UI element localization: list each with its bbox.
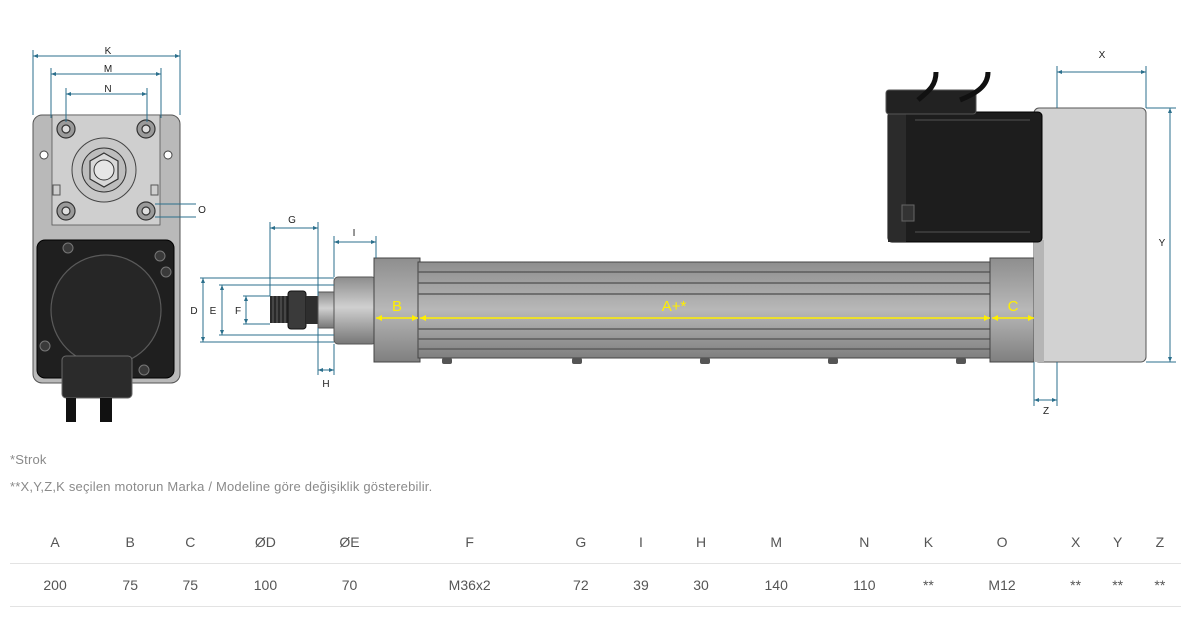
header-cell: ØE: [339, 534, 360, 550]
header-cell: Y: [1113, 534, 1123, 550]
header-cell: Z: [1155, 534, 1165, 550]
header-cell: B: [125, 534, 135, 550]
label-Y: Y: [1159, 238, 1166, 249]
front-dimensions: [32, 50, 196, 218]
value-cell: 72: [550, 563, 611, 607]
value-cell: M36x2: [388, 563, 551, 607]
front-cap: [373, 257, 421, 363]
header-cell: H: [695, 534, 707, 550]
header-cell: I: [639, 534, 643, 550]
value-cell: M12: [949, 563, 1055, 607]
rod-lock-nut: [287, 290, 307, 330]
label-K: K: [105, 46, 112, 57]
servo-motor: [887, 111, 1043, 243]
table-header-row: A B C ØD ØE F G I H M N K O X Y Z: [10, 521, 1181, 564]
value-cell: 30: [671, 563, 732, 607]
header-cell: A: [50, 534, 60, 550]
label-O: O: [198, 205, 206, 216]
header-cell: F: [465, 534, 474, 550]
header-cell: N: [859, 534, 870, 550]
value-cell: **: [1054, 563, 1097, 607]
header-cell: K: [923, 534, 934, 550]
rear-cap: [989, 257, 1035, 363]
actuator-technical-drawing: K M N O: [32, 46, 1176, 422]
label-D: D: [190, 306, 197, 317]
value-cell: 200: [10, 563, 101, 607]
front-bearing-housing: [333, 276, 377, 345]
label-H: H: [322, 379, 329, 390]
dimension-table: A B C ØD ØE F G I H M N K O X Y Z 200 75…: [10, 521, 1181, 607]
value-cell: **: [1096, 563, 1139, 607]
value-cell: 75: [160, 563, 221, 607]
side-dimensions: [200, 66, 1176, 406]
value-cell: 39: [610, 563, 671, 607]
label-A: A+*: [662, 298, 687, 315]
motor-cable-2: [959, 71, 991, 103]
front-motor-cap: [50, 254, 162, 366]
header-cell: O: [996, 534, 1008, 550]
piston-rod: [317, 291, 337, 329]
label-X: X: [1099, 50, 1106, 61]
value-cell: 110: [821, 563, 908, 607]
stroke-note: *Strok: [10, 452, 47, 467]
value-cell: **: [907, 563, 950, 607]
header-cell: ØD: [254, 534, 276, 550]
label-E: E: [210, 306, 217, 317]
value-cell: **: [1138, 563, 1181, 607]
label-B: B: [392, 298, 402, 315]
value-cell: 75: [100, 563, 161, 607]
front-bolt-holes: [56, 119, 156, 221]
label-Z: Z: [1043, 406, 1049, 417]
label-F: F: [235, 306, 241, 317]
value-cell: 140: [731, 563, 822, 607]
label-C: C: [1008, 298, 1019, 315]
front-view: [32, 114, 181, 422]
label-N: N: [104, 84, 111, 95]
label-I: I: [353, 228, 356, 239]
label-G: G: [288, 215, 296, 226]
value-cell: 70: [310, 563, 389, 607]
value-cell: 100: [220, 563, 311, 607]
side-view: [270, 71, 1147, 364]
motor-cable-1: [916, 71, 939, 102]
header-cell: M: [770, 534, 783, 550]
table-row: 200 75 75 100 70 M36x2 72 39 30 140 110 …: [10, 563, 1181, 607]
motor-connector: [885, 89, 977, 115]
label-M: M: [104, 64, 112, 75]
motor-note: **X,Y,Z,K seçilen motorun Marka / Modeli…: [10, 479, 433, 494]
motor-adapter-housing: [1033, 107, 1147, 363]
header-cell: C: [185, 534, 196, 550]
front-connector-housing: [61, 355, 133, 399]
header-cell: X: [1070, 534, 1081, 550]
header-cell: G: [575, 534, 587, 550]
aluminium-profile: [417, 261, 993, 359]
